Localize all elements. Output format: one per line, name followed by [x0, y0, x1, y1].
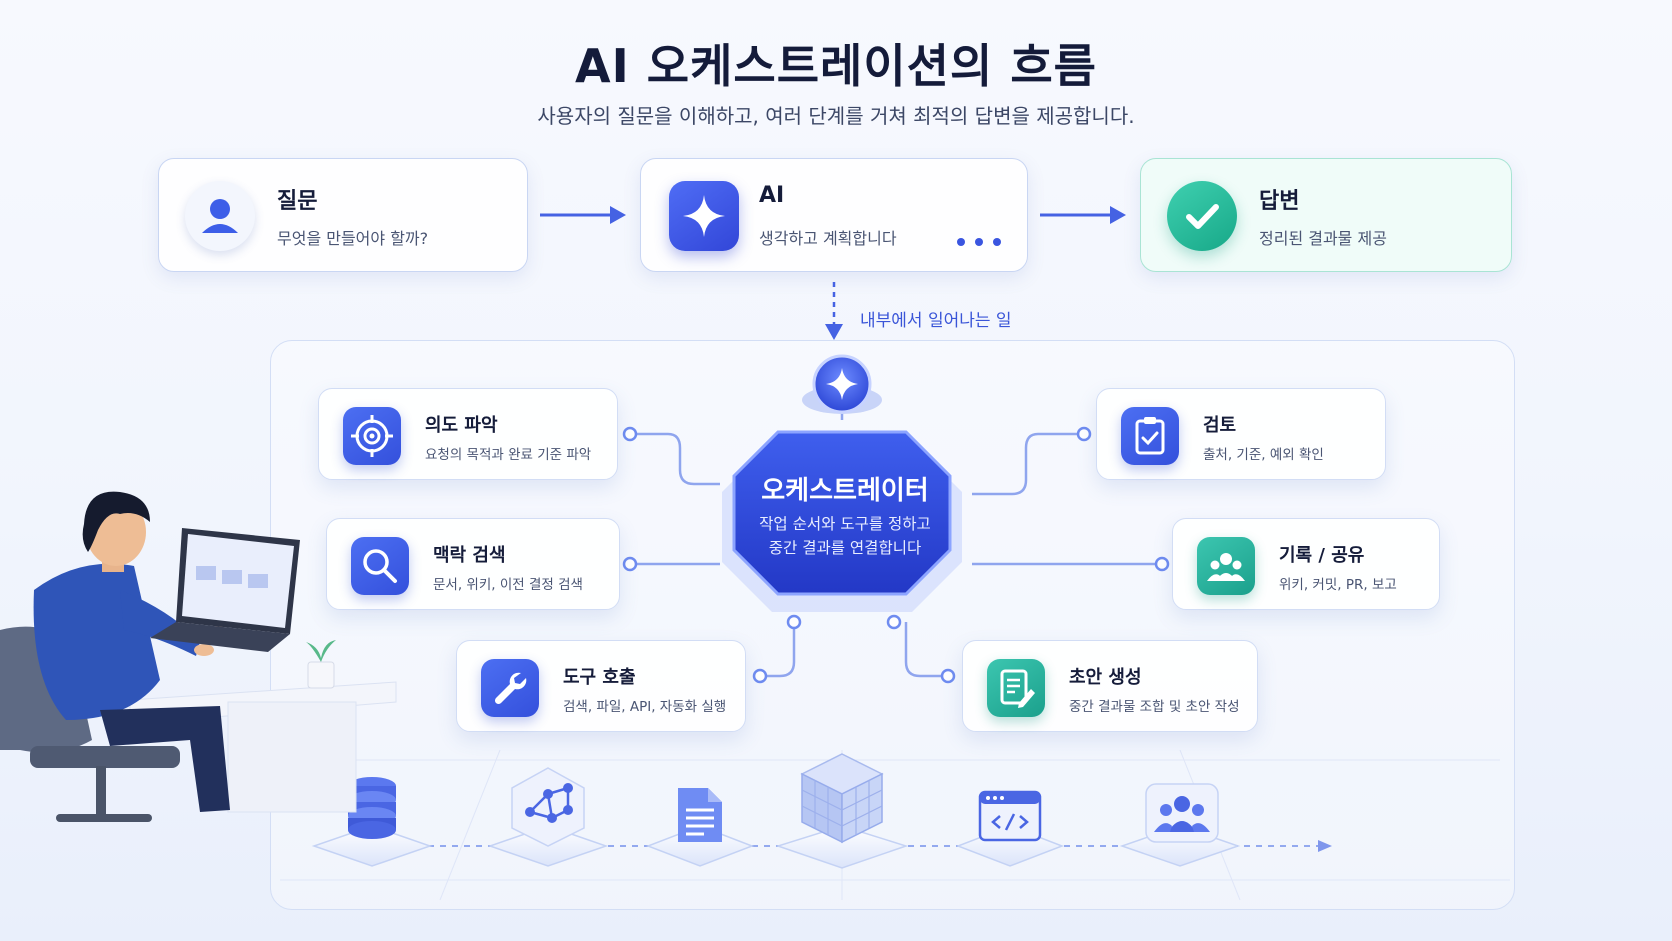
- node-tools-title: 도구 호출: [563, 667, 636, 688]
- person-at-laptop-illustration: [0, 491, 397, 822]
- target-icon: [343, 407, 401, 465]
- database-icon: [348, 777, 396, 839]
- node-record-title: 기록 / 공유: [1279, 545, 1365, 566]
- dashed-down-arrow-icon: [825, 282, 843, 340]
- node-draft-desc: 중간 결과물 조합 및 초안 작성: [1069, 699, 1240, 715]
- question-card: 질문 무엇을 만들어야 할까?: [158, 158, 528, 272]
- check-icon: [1167, 181, 1237, 251]
- clipboard-check-icon: [1121, 407, 1179, 465]
- wrench-icon: [481, 659, 539, 717]
- node-record: 기록 / 공유 위키, 커밋, PR, 보고: [1172, 518, 1440, 610]
- node-draft-title: 초안 생성: [1069, 667, 1142, 688]
- node-review-title: 검토: [1203, 415, 1237, 436]
- ai-card: AI 생각하고 계획합니다: [640, 158, 1028, 272]
- ai-desc: 생각하고 계획합니다: [759, 229, 897, 248]
- node-tools: 도구 호출 검색, 파일, API, 자동화 실행: [456, 640, 746, 732]
- node-intent: 의도 파악 요청의 목적과 완료 기준 파악: [318, 388, 618, 480]
- orchestrator-desc-line2: 중간 결과를 연결합니다: [768, 539, 922, 557]
- node-record-desc: 위키, 커밋, PR, 보고: [1279, 577, 1397, 593]
- cube-grid-icon: [800, 753, 884, 844]
- typing-dots-icon: [947, 231, 1001, 250]
- page-subtitle: 사용자의 질문을 이해하고, 여러 단계를 거쳐 최적의 답변을 제공합니다.: [537, 104, 1135, 128]
- users-icon: [1145, 783, 1219, 843]
- orchestrator-title: 오케스트레이터: [761, 476, 929, 506]
- node-review: 검토 출처, 기준, 예외 확인: [1096, 388, 1386, 480]
- ai-title: AI: [759, 183, 785, 208]
- node-tools-desc: 검색, 파일, API, 자동화 실행: [563, 699, 727, 715]
- node-intent-desc: 요청의 목적과 완료 기준 파악: [425, 447, 592, 463]
- document-edit-icon: [987, 659, 1045, 717]
- network-graph-icon: [511, 767, 585, 847]
- question-title: 질문: [277, 189, 318, 214]
- question-desc: 무엇을 만들어야 할까?: [277, 229, 429, 248]
- orchestrator-desc: 작업 순서와 도구를 정하고 중간 결과를 연결합니다: [720, 512, 970, 560]
- node-context-desc: 문서, 위키, 이전 결정 검색: [433, 577, 583, 593]
- sparkle-icon: [669, 181, 739, 251]
- node-context: 맥락 검색 문서, 위키, 이전 결정 검색: [326, 518, 620, 610]
- code-window-icon: [978, 790, 1042, 842]
- document-icon: [678, 788, 722, 842]
- node-intent-title: 의도 파악: [425, 415, 498, 436]
- orchestrator-hub: [722, 354, 962, 612]
- user-icon: [185, 181, 255, 251]
- node-context-title: 맥락 검색: [433, 545, 506, 566]
- answer-card: 답변 정리된 결과물 제공: [1140, 158, 1512, 272]
- page-title: AI 오케스트레이션의 흐름: [575, 39, 1097, 93]
- node-draft: 초안 생성 중간 결과물 조합 및 초안 작성: [962, 640, 1258, 732]
- answer-desc: 정리된 결과물 제공: [1259, 229, 1387, 248]
- answer-title: 답변: [1259, 189, 1300, 214]
- arrow-right-icon: [1040, 206, 1126, 224]
- search-icon: [351, 537, 409, 595]
- node-review-desc: 출처, 기준, 예외 확인: [1203, 447, 1324, 463]
- team-icon: [1197, 537, 1255, 595]
- inner-process-label: 내부에서 일어나는 일: [860, 311, 1012, 331]
- arrow-right-icon: [540, 206, 626, 224]
- orchestrator-desc-line1: 작업 순서와 도구를 정하고: [759, 515, 931, 533]
